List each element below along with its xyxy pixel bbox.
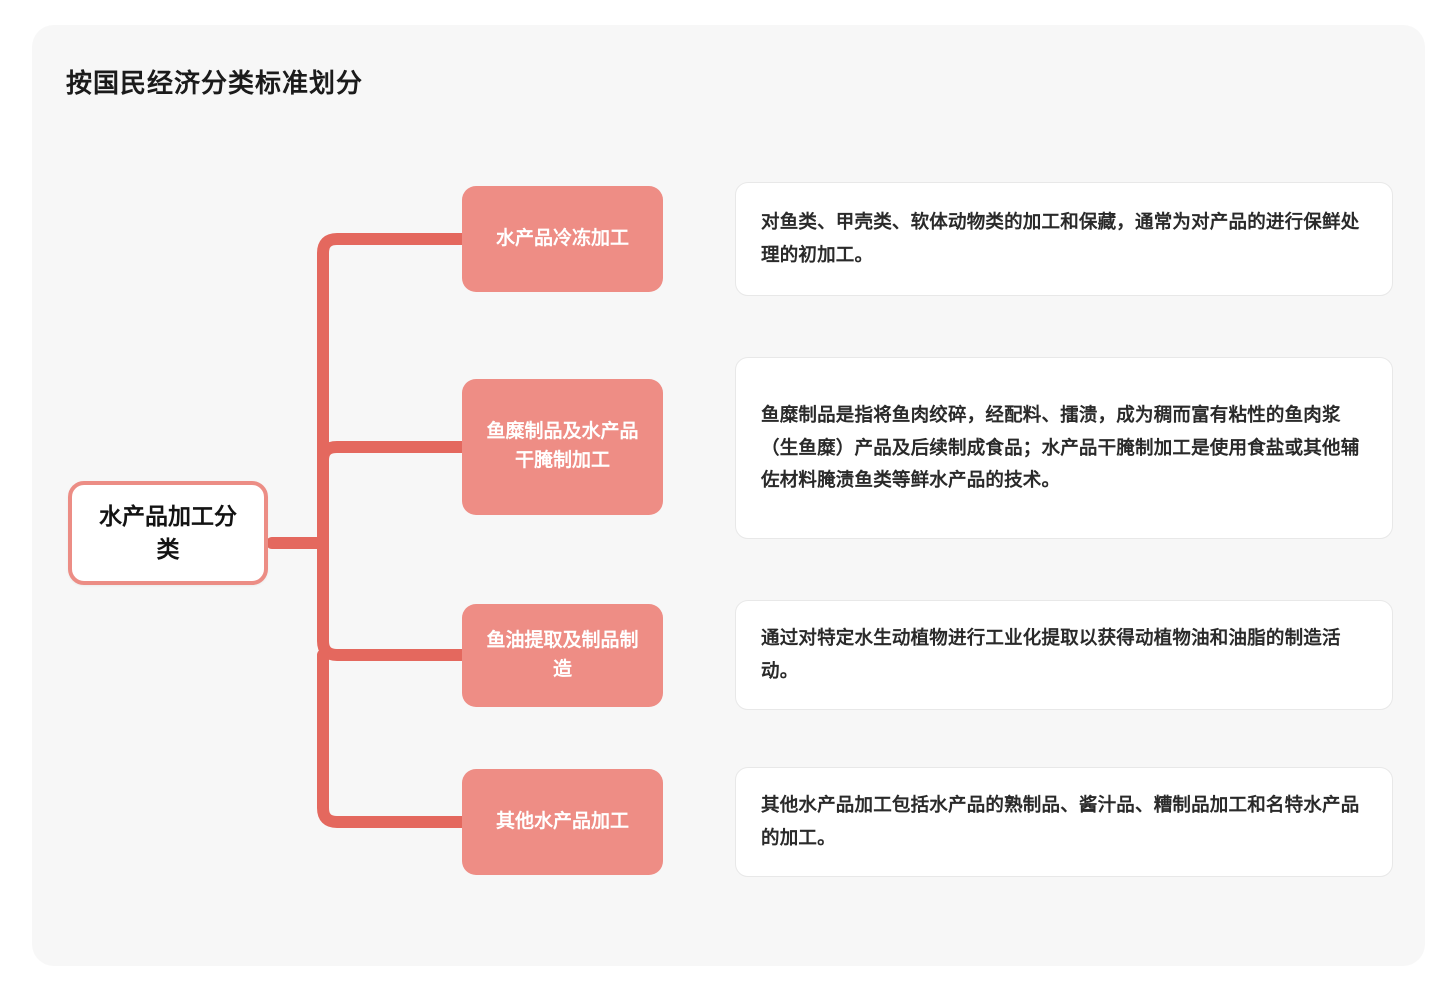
- root-node[interactable]: 水产品加工分类: [68, 481, 268, 585]
- branch-node-2-label: 鱼糜制品及水产品干腌制加工: [486, 421, 639, 471]
- root-node-label: 水产品加工分类: [99, 503, 237, 562]
- branch-node-4-label: 其他水产品加工: [495, 810, 629, 832]
- branch-node-3[interactable]: 鱼油提取及制品制造: [462, 604, 663, 707]
- description-card-1-text: 对鱼类、甲壳类、软体动物类的加工和保藏，通常为对产品的进行保鲜处理的初加工。: [761, 211, 1360, 265]
- branch-node-1[interactable]: 水产品冷冻加工: [462, 186, 663, 292]
- description-card-4: 其他水产品加工包括水产品的熟制品、酱汁品、糟制品加工和名特水产品的加工。: [735, 767, 1393, 877]
- branch-node-3-label: 鱼油提取及制品制造: [486, 629, 639, 680]
- description-card-3: 通过对特定水生动植物进行工业化提取以获得动植物油和油脂的制造活动。: [735, 600, 1393, 710]
- description-card-2-text: 鱼糜制品是指将鱼肉绞碎，经配料、擂溃，成为稠而富有粘性的鱼肉浆（生鱼糜）产品及后…: [761, 403, 1360, 491]
- description-card-3-text: 通过对特定水生动植物进行工业化提取以获得动植物油和油脂的制造活动。: [761, 627, 1341, 681]
- description-card-4-text: 其他水产品加工包括水产品的熟制品、酱汁品、糟制品加工和名特水产品的加工。: [761, 794, 1360, 848]
- branch-node-1-label: 水产品冷冻加工: [495, 227, 629, 249]
- branch-node-4[interactable]: 其他水产品加工: [462, 769, 663, 875]
- description-card-1: 对鱼类、甲壳类、软体动物类的加工和保藏，通常为对产品的进行保鲜处理的初加工。: [735, 182, 1393, 296]
- branch-node-2[interactable]: 鱼糜制品及水产品干腌制加工: [462, 379, 663, 515]
- page-title: 按国民经济分类标准划分: [66, 68, 364, 98]
- description-card-2: 鱼糜制品是指将鱼肉绞碎，经配料、擂溃，成为稠而富有粘性的鱼肉浆（生鱼糜）产品及后…: [735, 357, 1393, 539]
